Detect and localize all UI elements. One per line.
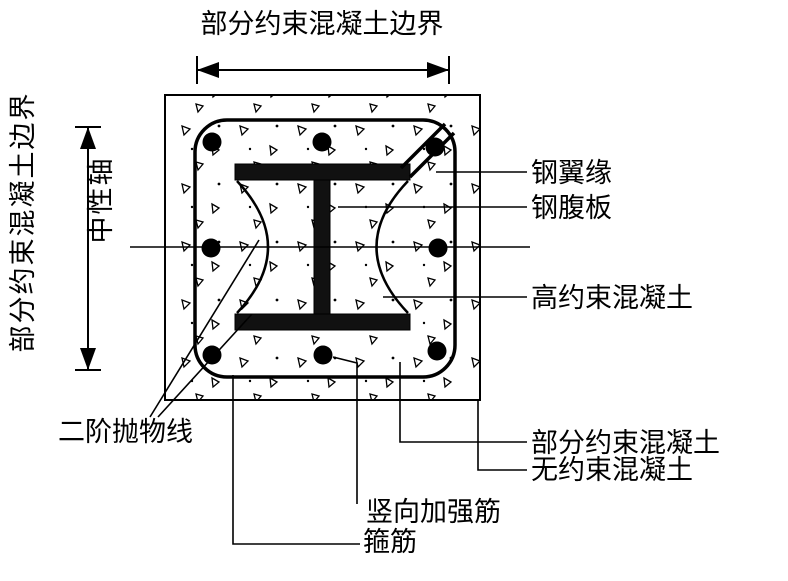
- vertical-reinforcement-leader: [332, 356, 358, 504]
- rebar-dot: [202, 132, 222, 152]
- steel-bottom-flange: [234, 313, 411, 331]
- partially-confined-leader: [399, 362, 527, 443]
- label-stirrup: 箍筋: [363, 527, 417, 557]
- arrowhead-right: [427, 62, 449, 78]
- label-second-order-parabola: 二阶抛物线: [58, 417, 193, 447]
- arrowhead-bottom: [80, 348, 96, 370]
- rebar-dot: [428, 238, 448, 258]
- top-dimension-arrow: [196, 56, 450, 84]
- label-neutral-axis: 中性轴: [86, 157, 116, 244]
- label-partially-confined-concrete: 部分约束混凝土: [531, 428, 720, 458]
- label-steel-flange: 钢翼缘: [531, 158, 612, 188]
- label-high-confined-concrete: 高约束混凝土: [531, 283, 693, 313]
- stirrup-hook-line: [408, 131, 456, 179]
- label-steel-web: 钢腹板: [531, 193, 612, 223]
- arrowhead-top: [80, 127, 96, 149]
- unconfined-leader: [477, 399, 527, 471]
- steel-top-flange: [234, 163, 411, 181]
- left-dimension-arrow: [75, 126, 101, 371]
- label-unconfined-concrete: 无约束混凝土: [531, 455, 693, 485]
- stirrup-leader: [232, 375, 360, 545]
- stirrup-outline: [193, 118, 457, 379]
- label-vertical-reinforcement: 竖向加强筋: [366, 497, 501, 527]
- parabola-leader-upper: [149, 239, 260, 418]
- rebar-dot: [312, 132, 332, 152]
- stirrup-hook-line: [399, 122, 447, 170]
- rebar-dot: [425, 137, 445, 157]
- rebar-dot: [201, 238, 221, 258]
- rebar-dot: [202, 345, 222, 365]
- label-top-boundary: 部分约束混凝土边界: [201, 9, 444, 39]
- rebar-dot: [313, 345, 333, 365]
- parabola-leader-lower: [157, 313, 253, 418]
- label-left-boundary: 部分约束混凝土边界: [8, 92, 38, 353]
- arrowhead-left: [197, 62, 219, 78]
- rebar-dot: [427, 341, 447, 361]
